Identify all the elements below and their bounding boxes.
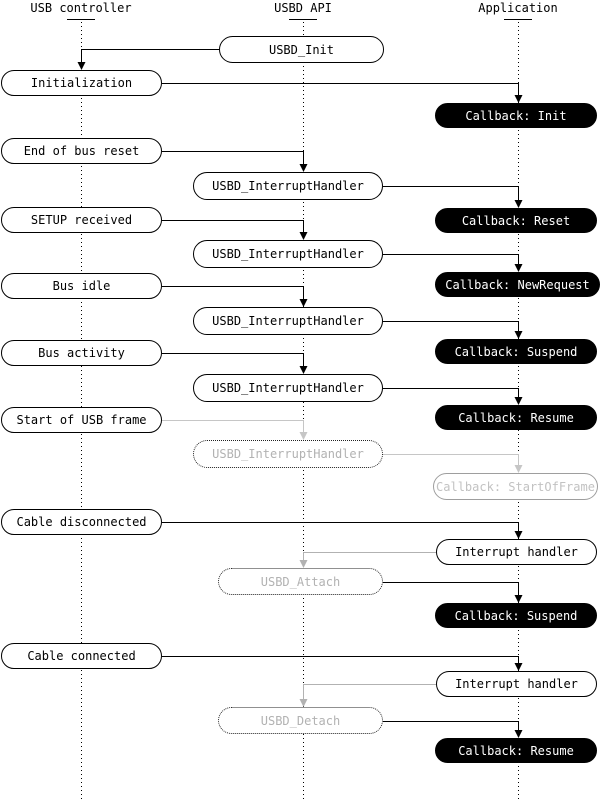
connector-usbd-init-to-initialization [77, 49, 219, 70]
interrupt-handler-1: Interrupt handler [436, 539, 597, 565]
arrowhead-icon [514, 397, 523, 405]
api-usbd-interrupthandler-1: USBD_InterruptHandler [193, 172, 383, 200]
connector-handler-to-callback-newrequest [383, 254, 523, 272]
arrowhead-icon [299, 164, 308, 172]
callback-resume: Callback: Resume [435, 405, 597, 430]
interrupt-handler-2: Interrupt handler [436, 671, 597, 697]
callback-suspend-2: Callback: Suspend [435, 603, 597, 628]
connector-ghost-handler-to-startofframe [383, 454, 523, 473]
arrowhead-icon [514, 663, 523, 671]
arrowhead-icon [299, 699, 308, 707]
arrowhead-icon [514, 95, 523, 103]
event-initialization: Initialization [1, 70, 162, 96]
event-cable-connected: Cable connected [1, 643, 162, 669]
connector-start-of-frame-to-ghost-handler [162, 420, 308, 440]
arrowhead-icon [514, 465, 523, 473]
connector-handler-to-callback-resume [383, 388, 523, 405]
callback-suspend: Callback: Suspend [435, 339, 597, 364]
callback-newrequest: Callback: NewRequest [435, 272, 600, 297]
event-end-of-bus-reset: End of bus reset [1, 138, 162, 164]
api-usbd-attach: USBD_Attach [218, 568, 383, 595]
api-usbd-init: USBD_Init [219, 36, 384, 63]
arrowhead-icon [514, 730, 523, 738]
connector-usbd-attach-to-callback-suspend [383, 582, 523, 603]
callback-startofframe: Callback: StartOfFrame [433, 473, 598, 500]
connector-handler-to-callback-reset [383, 186, 523, 208]
connector-handler-to-callback-suspend [383, 321, 523, 339]
event-cable-disconnected: Cable disconnected [1, 509, 162, 535]
connector-bus-idle-to-handler [162, 286, 308, 307]
callback-init: Callback: Init [435, 103, 597, 128]
callback-resume-2: Callback: Resume [435, 738, 597, 763]
column-header-usbd-api: USBD API [274, 1, 332, 15]
connector-initialization-to-callback-init [162, 83, 523, 103]
arrowhead-icon [299, 366, 308, 374]
arrowhead-icon [299, 232, 308, 240]
event-bus-idle: Bus idle [1, 273, 162, 299]
connector-end-of-bus-reset-to-handler [162, 151, 308, 172]
arrowhead-icon [514, 200, 523, 208]
column-header-usb-controller: USB controller [30, 1, 132, 15]
connector-bus-activity-to-handler [162, 353, 308, 374]
connector-inthandler-to-usbd-detach [299, 684, 436, 707]
connector-setup-received-to-handler [162, 220, 308, 240]
arrowhead-icon [514, 264, 523, 272]
arrowhead-icon [299, 432, 308, 440]
lifeline [289, 19, 317, 800]
arrowhead-icon [514, 331, 523, 339]
connector-usbd-detach-to-callback-resume [383, 721, 523, 738]
event-setup-received: SETUP received [1, 207, 162, 233]
column-header-application: Application [478, 1, 558, 15]
connector-cable-connected-to-inthandler [162, 656, 523, 671]
arrowhead-icon [77, 62, 86, 70]
callback-reset: Callback: Reset [435, 208, 597, 233]
api-usbd-interrupthandler-2: USBD_InterruptHandler [193, 240, 383, 268]
connector-inthandler-to-usbd-attach [299, 552, 436, 568]
api-usbd-interrupthandler-3: USBD_InterruptHandler [193, 307, 383, 335]
api-usbd-interrupthandler-ghost: USBD_InterruptHandler [193, 440, 383, 468]
arrowhead-icon [514, 531, 523, 539]
api-usbd-interrupthandler-4: USBD_InterruptHandler [193, 374, 383, 402]
connector-cable-disconnected-to-inthandler [162, 522, 523, 539]
arrowhead-icon [299, 299, 308, 307]
api-usbd-detach: USBD_Detach [218, 707, 383, 734]
event-start-of-usb-frame: Start of USB frame [1, 407, 162, 433]
arrowhead-icon [514, 595, 523, 603]
event-bus-activity: Bus activity [1, 340, 162, 366]
arrowhead-icon [299, 560, 308, 568]
